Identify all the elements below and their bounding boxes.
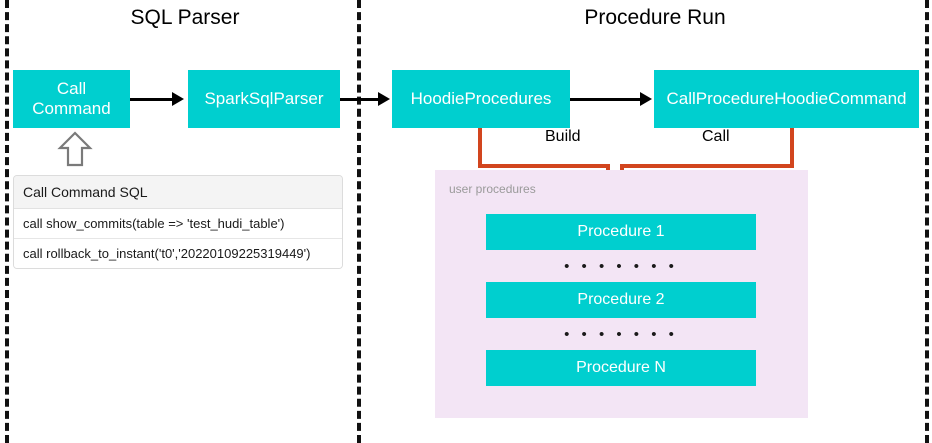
procedure-ellipsis-2: • • • • • • • xyxy=(564,326,678,343)
node-spark-sql-parser[interactable]: SparkSqlParser xyxy=(188,70,340,128)
user-procedures-panel-label: user procedures xyxy=(449,182,536,196)
section-divider-middle xyxy=(357,0,361,443)
node-call-procedure-hoodie-command-label: CallProcedureHoodieCommand xyxy=(666,88,907,108)
node-call-command-label: Call Command xyxy=(32,79,110,119)
node-hoodie-procedures-label: HoodieProcedures xyxy=(410,88,552,108)
node-call-procedure-hoodie-command[interactable]: CallProcedureHoodieCommand xyxy=(654,70,919,128)
right-arrow-icon xyxy=(172,92,184,106)
hollow-up-arrow-icon xyxy=(57,131,93,167)
section-divider-left xyxy=(5,0,9,443)
flow-arrow-1-line xyxy=(130,98,174,101)
node-call-command-line1: Call xyxy=(56,78,87,98)
procedure-box-n[interactable]: Procedure N xyxy=(486,350,756,386)
build-connector-vertical xyxy=(478,128,482,168)
connector-label-call: Call xyxy=(697,128,735,146)
procedure-box-2[interactable]: Procedure 2 xyxy=(486,282,756,318)
node-spark-sql-parser-label: SparkSqlParser xyxy=(204,88,324,108)
flow-arrow-2-line xyxy=(340,98,380,101)
build-connector-drop xyxy=(606,164,610,174)
call-connector-drop xyxy=(620,164,624,174)
node-call-command-line2: Command xyxy=(32,99,111,118)
node-hoodie-procedures[interactable]: HoodieProcedures xyxy=(392,70,570,128)
right-arrow-icon xyxy=(640,92,652,106)
procedure-ellipsis-1: • • • • • • • xyxy=(564,258,678,275)
user-procedures-panel: user procedures Procedure 1 • • • • • • … xyxy=(435,170,808,418)
table-row[interactable]: call rollback_to_instant('t0','202201092… xyxy=(14,239,342,268)
connector-label-build: Build xyxy=(540,128,586,146)
build-connector-horizontal xyxy=(478,164,610,168)
call-command-sql-table: Call Command SQL call show_commits(table… xyxy=(13,175,343,269)
section-title-sql-parser: SQL Parser xyxy=(130,6,240,29)
right-arrow-icon xyxy=(378,92,390,106)
sql-table-header: Call Command SQL xyxy=(14,176,342,209)
section-divider-right xyxy=(925,0,929,443)
procedure-box-1[interactable]: Procedure 1 xyxy=(486,214,756,250)
call-connector-vertical xyxy=(790,128,794,168)
call-connector-horizontal xyxy=(620,164,794,168)
table-row[interactable]: call show_commits(table => 'test_hudi_ta… xyxy=(14,209,342,239)
node-call-command[interactable]: Call Command xyxy=(13,70,130,128)
section-title-procedure-run: Procedure Run xyxy=(584,6,726,29)
flow-arrow-3-line xyxy=(570,98,642,101)
